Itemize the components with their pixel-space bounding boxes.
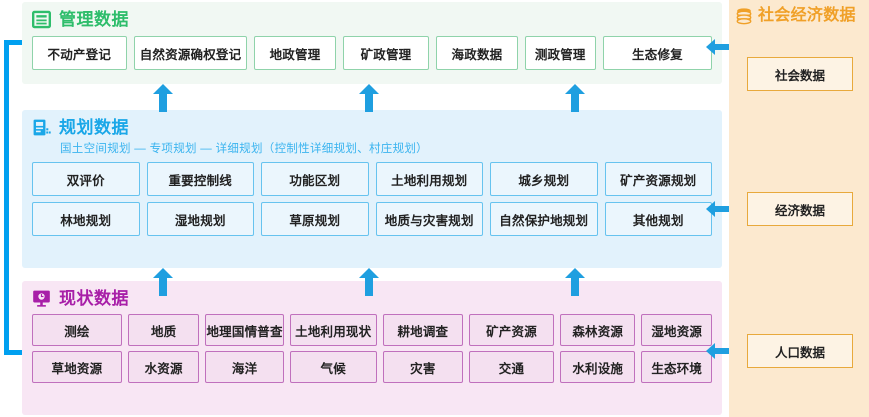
chip-planning-5[interactable]: 矿产资源规划 — [604, 162, 712, 196]
chip-management-3[interactable]: 矿政管理 — [342, 36, 430, 70]
chip-management-6[interactable]: 生态修复 — [602, 36, 712, 70]
up-arrow-planning-to-management-1 — [153, 84, 173, 112]
chip-management-4[interactable]: 海政数据 — [436, 36, 518, 70]
chip-current-2[interactable]: 地理国情普查 — [205, 314, 284, 346]
clipboard-list-icon — [33, 119, 51, 136]
monitor-clock-icon — [33, 290, 50, 307]
chip-current-8[interactable]: 草地资源 — [32, 351, 122, 383]
chip-economic-data[interactable]: 经济数据 — [747, 192, 853, 226]
chip-planning-6[interactable]: 林地规划 — [32, 202, 140, 236]
chip-planning-3[interactable]: 土地利用规划 — [375, 162, 483, 196]
feedback-connector-bottom-stub — [4, 350, 24, 355]
feedback-connector-top-stub — [4, 40, 32, 45]
section-current-status-header: 现状数据 — [22, 281, 722, 309]
section-management: 管理数据 不动产登记 自然资源确权登记 地政管理 矿政管理 海政数据 测政管理 … — [22, 2, 722, 84]
chip-current-12[interactable]: 灾害 — [382, 351, 463, 383]
section-planning-row-1: 双评价 重要控制线 功能区划 土地利用规划 城乡规划 矿产资源规划 — [22, 162, 722, 196]
up-arrow-current-to-planning-3 — [565, 268, 585, 296]
chip-population-data[interactable]: 人口数据 — [747, 334, 853, 368]
chip-planning-11[interactable]: 其他规划 — [604, 202, 712, 236]
chip-current-13[interactable]: 交通 — [468, 351, 555, 383]
up-arrow-planning-to-management-2 — [359, 84, 379, 112]
chip-management-5[interactable]: 测政管理 — [524, 36, 596, 70]
panel-social-economic-title: 社会经济数据 — [758, 6, 856, 24]
section-management-title: 管理数据 — [59, 10, 129, 29]
section-current-status-row-2: 草地资源 水资源 海洋 气候 灾害 交通 水利设施 生态环境 — [22, 351, 722, 383]
feedback-connector-line — [4, 40, 9, 355]
chip-planning-4[interactable]: 城乡规划 — [490, 162, 598, 196]
chip-current-15[interactable]: 生态环境 — [641, 351, 713, 383]
chip-current-7[interactable]: 湿地资源 — [641, 314, 713, 346]
chip-management-2[interactable]: 地政管理 — [254, 36, 336, 70]
up-arrow-planning-to-management-3 — [565, 84, 585, 112]
chip-planning-10[interactable]: 自然保护地规划 — [490, 202, 598, 236]
section-management-header: 管理数据 — [22, 2, 722, 30]
chip-social-data[interactable]: 社会数据 — [747, 57, 853, 91]
section-planning-subtitle: 国土空间规划 — 专项规划 — 详细规划（控制性详细规划、村庄规划） — [60, 143, 428, 155]
chip-current-11[interactable]: 气候 — [289, 351, 377, 383]
database-coins-icon — [736, 7, 752, 24]
up-arrow-current-to-planning-2 — [359, 268, 379, 296]
chip-current-10[interactable]: 海洋 — [205, 351, 284, 383]
up-arrow-current-to-planning-1 — [153, 268, 173, 296]
chip-current-14[interactable]: 水利设施 — [560, 351, 636, 383]
section-planning: 规划数据 国土空间规划 — 专项规划 — 详细规划（控制性详细规划、村庄规划） … — [22, 110, 722, 268]
chip-management-1[interactable]: 自然资源确权登记 — [133, 36, 248, 70]
panel-social-economic-header: 社会经济数据 — [729, 0, 869, 26]
table-data-icon — [32, 10, 51, 29]
chip-planning-2[interactable]: 功能区划 — [261, 162, 369, 196]
chip-current-5[interactable]: 矿产资源 — [468, 314, 555, 346]
section-planning-row-2: 林地规划 湿地规划 草原规划 地质与灾害规划 自然保护地规划 其他规划 — [22, 202, 722, 236]
chip-planning-8[interactable]: 草原规划 — [261, 202, 369, 236]
panel-social-economic-data: 社会经济数据 社会数据 经济数据 人口数据 — [729, 0, 869, 417]
section-planning-title: 规划数据 — [59, 118, 129, 137]
section-current-status-row-1: 测绘 地质 地理国情普查 土地利用现状 耕地调查 矿产资源 森林资源 湿地资源 — [22, 314, 722, 346]
section-management-row-1: 不动产登记 自然资源确权登记 地政管理 矿政管理 海政数据 测政管理 生态修复 — [22, 36, 722, 70]
chip-current-9[interactable]: 水资源 — [127, 351, 200, 383]
chip-planning-0[interactable]: 双评价 — [32, 162, 140, 196]
chip-current-0[interactable]: 测绘 — [32, 314, 122, 346]
chip-current-1[interactable]: 地质 — [127, 314, 200, 346]
chip-current-6[interactable]: 森林资源 — [560, 314, 636, 346]
chip-management-0[interactable]: 不动产登记 — [32, 36, 127, 70]
sections-stack: 管理数据 不动产登记 自然资源确权登记 地政管理 矿政管理 海政数据 测政管理 … — [22, 0, 722, 417]
section-current-status: 现状数据 测绘 地质 地理国情普查 土地利用现状 耕地调查 矿产资源 森林资源 … — [22, 281, 722, 415]
chip-planning-9[interactable]: 地质与灾害规划 — [375, 202, 483, 236]
chip-current-3[interactable]: 土地利用现状 — [289, 314, 377, 346]
chip-planning-7[interactable]: 湿地规划 — [146, 202, 254, 236]
section-current-status-title: 现状数据 — [59, 289, 129, 308]
chip-current-4[interactable]: 耕地调查 — [382, 314, 463, 346]
section-planning-header: 规划数据 — [22, 110, 722, 138]
chip-planning-1[interactable]: 重要控制线 — [146, 162, 254, 196]
